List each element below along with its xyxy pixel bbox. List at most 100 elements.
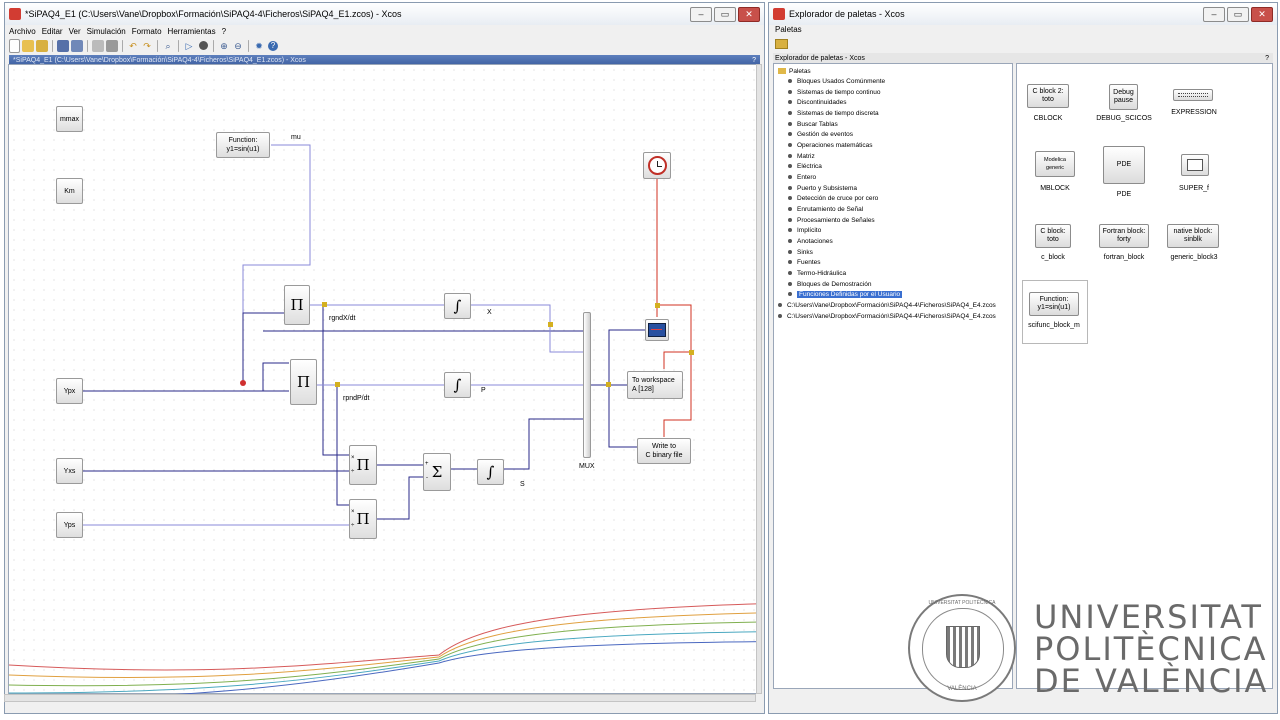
open-folder-icon[interactable] [36, 40, 48, 52]
menu-help[interactable]: ? [221, 26, 227, 36]
help-icon[interactable]: ? [267, 40, 279, 52]
const-yxs-block[interactable]: Yxs [56, 458, 83, 484]
menu-paletas[interactable]: Paletas [775, 25, 802, 34]
tree-item-category[interactable]: Procesamiento de Señales [788, 216, 875, 225]
tree-item-category[interactable]: Sistemas de tiempo continuo [788, 88, 880, 97]
link-pi4-sum [377, 476, 423, 520]
palette-icon[interactable]: ✹ [255, 41, 263, 51]
tree-item-category[interactable]: Puerto y Subsistema [788, 184, 857, 193]
palette-restore-button[interactable]: ▭ [1227, 7, 1249, 22]
const-ypx-block[interactable]: Ypx [56, 378, 83, 404]
tree-item-category[interactable]: Gestión de eventos [788, 130, 853, 139]
export-icon[interactable] [106, 40, 118, 52]
stop-icon[interactable] [197, 40, 209, 52]
tree-item-category[interactable]: Bloques de Demostración [788, 280, 871, 289]
menu-simulacion[interactable]: Simulación [86, 26, 126, 36]
tree-item-file[interactable]: C:\Users\Vane\Dropbox\Formación\SiPAQ4-4… [778, 312, 996, 321]
tree-item-category[interactable]: Entero [788, 173, 816, 182]
tree-item-category[interactable]: Sinks [788, 248, 813, 257]
palette-block-mblock[interactable]: Modelica generic [1035, 151, 1075, 177]
undo-icon[interactable]: ↶ [129, 41, 137, 51]
palette-block-label: fortran_block [1103, 254, 1145, 261]
palette-block-expression[interactable] [1173, 89, 1213, 101]
palette-block-cblock[interactable]: C block 2: toto [1027, 84, 1069, 108]
link-rgndx-down [322, 305, 349, 456]
tree-item-category[interactable]: Termo-Hidráulica [788, 269, 846, 278]
palette-block-scifunc[interactable]: Function: y1=sin(u1) [1029, 292, 1079, 316]
const-km-block[interactable]: Km [56, 178, 83, 204]
palette-minimize-button[interactable]: – [1203, 7, 1225, 22]
palette-block-fortran[interactable]: Fortran block: forty [1099, 224, 1149, 248]
start-icon[interactable]: ▷ [185, 41, 193, 51]
mux-block[interactable] [583, 312, 591, 458]
product-block-2[interactable]: Π [290, 359, 317, 405]
menu-editar[interactable]: Editar [41, 26, 63, 36]
menu-herramientas[interactable]: Herramientas [167, 26, 216, 36]
integrator-s-block[interactable]: ∫ [477, 459, 504, 485]
tree-root-paletas[interactable]: Paletas [778, 67, 811, 76]
diagram-horizontal-scrollbar[interactable] [4, 694, 756, 702]
clock-block[interactable] [643, 152, 671, 179]
to-workspace-block[interactable]: To workspace A [128] [627, 371, 683, 399]
link-rpndp-down [336, 385, 349, 506]
product-block-3[interactable]: Π [349, 445, 377, 485]
selection-point [240, 380, 246, 386]
integrator-x-block[interactable]: ∫ [444, 293, 471, 319]
tree-item-file[interactable]: C:\Users\Vane\Dropbox\Formación\SiPAQ4-4… [778, 301, 996, 310]
tree-item-category[interactable]: Fuentes [788, 258, 821, 267]
palette-block-c-block[interactable]: C block: toto [1035, 224, 1071, 248]
palette-titlebar[interactable]: Explorador de paletas - Xcos – ▭ ✕ [769, 3, 1277, 25]
bullet-icon [788, 154, 792, 159]
integrator-p-block[interactable]: ∫ [444, 372, 471, 398]
tree-item-category[interactable]: Enrutamiento de Señal [788, 205, 863, 214]
scope-block[interactable] [645, 319, 669, 341]
const-mmax-block[interactable]: mmax [56, 106, 83, 132]
const-yps-block[interactable]: Yps [56, 512, 83, 538]
function-block[interactable]: Function: y1=sin(u1) [216, 132, 270, 158]
open-icon[interactable] [22, 40, 34, 52]
tree-item-category[interactable]: Discontinuidades [788, 98, 847, 107]
diagram-tab[interactable]: *SiPAQ4_E1 (C:\Users\Vane\Dropbox\Formac… [9, 55, 760, 66]
palette-block-native[interactable]: native block: sinblk [1167, 224, 1219, 248]
palette-header-help[interactable]: ? [1265, 55, 1269, 62]
product-block-1[interactable]: Π [284, 285, 310, 325]
save-icon[interactable] [57, 40, 69, 52]
diagram-canvas[interactable]: mmax Km Ypx Yxs Yps Function: y1=sin(u1)… [8, 64, 760, 695]
tree-item-category[interactable]: Anotaciones [788, 237, 833, 246]
tree-item-category[interactable]: Detección de cruce por cero [788, 194, 878, 203]
link-s [504, 418, 583, 470]
save-as-icon[interactable] [71, 40, 83, 52]
print-icon[interactable] [92, 40, 104, 52]
tree-item-category[interactable]: Eléctrica [788, 162, 822, 171]
tree-item-category[interactable]: Matriz [788, 152, 815, 161]
zoom-out-icon[interactable]: ⊖ [234, 41, 242, 51]
diagram-tab-help[interactable]: ? [752, 57, 756, 64]
menu-formato[interactable]: Formato [131, 26, 162, 36]
menu-archivo[interactable]: Archivo [9, 26, 36, 36]
zoom-in-icon[interactable]: ⊕ [220, 41, 228, 51]
tree-item-category[interactable]: Operaciones matemáticas [788, 141, 873, 150]
palette-block-debug[interactable]: Debug pause [1109, 84, 1138, 110]
tree-item-category[interactable]: Sistemas de tiempo discreta [788, 109, 879, 118]
zoom-fit-icon[interactable]: ⌕ [165, 41, 171, 51]
close-button[interactable]: ✕ [738, 7, 760, 22]
restore-button[interactable]: ▭ [714, 7, 736, 22]
minimize-button[interactable]: – [690, 7, 712, 22]
sum-block[interactable]: Σ [423, 453, 451, 491]
palette-block-pde[interactable]: PDE [1103, 146, 1145, 184]
tree-item-category[interactable]: Implícito [788, 226, 821, 235]
palette-close-button[interactable]: ✕ [1251, 7, 1273, 22]
product-block-4[interactable]: Π [349, 499, 377, 539]
redo-icon[interactable]: ↷ [143, 41, 151, 51]
tree-item-category-selected[interactable]: Funciones Definidas por el Usuario [788, 290, 903, 299]
write-c-binary-block[interactable]: Write to C binary file [637, 438, 691, 464]
split-point [335, 382, 340, 387]
xcos-titlebar[interactable]: *SiPAQ4_E1 (C:\Users\Vane\Dropbox\Formac… [5, 3, 764, 25]
palette-block-super[interactable] [1181, 154, 1209, 176]
load-palette-folder-icon[interactable] [775, 39, 788, 49]
menu-ver[interactable]: Ver [68, 26, 81, 36]
tree-item-category[interactable]: Buscar Tablas [788, 120, 838, 129]
new-icon[interactable] [9, 39, 20, 53]
tree-item-category[interactable]: Bloques Usados Comúnmente [788, 77, 885, 86]
diagram-vertical-scrollbar[interactable] [756, 64, 762, 694]
